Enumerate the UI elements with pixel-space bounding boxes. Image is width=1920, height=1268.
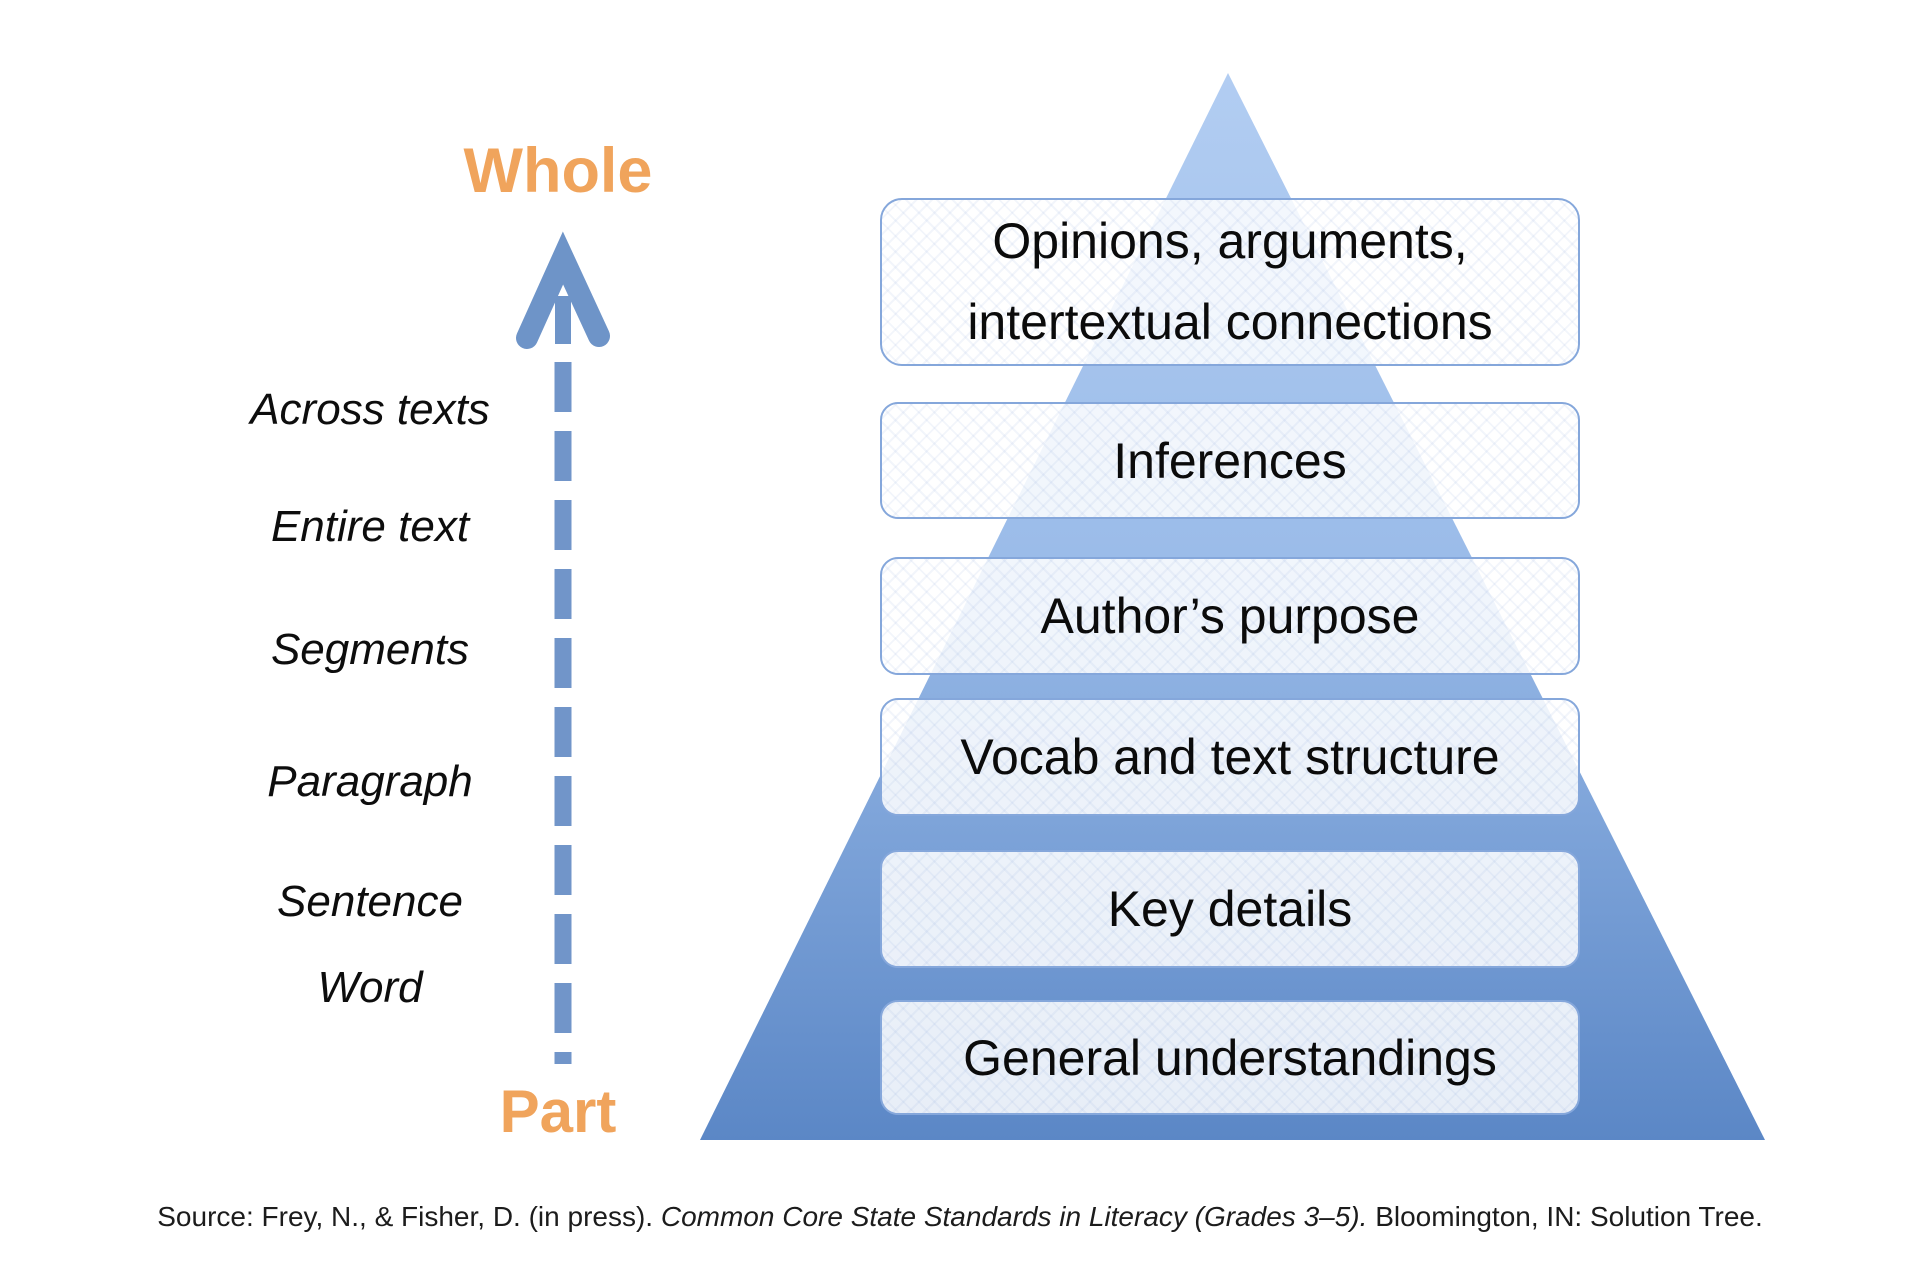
axis-label-segments: Segments bbox=[270, 625, 470, 674]
axis-label-entire-text: Entire text bbox=[270, 502, 470, 551]
level-key-details-box: Key details bbox=[880, 850, 1580, 968]
axis-label-across-texts: Across texts bbox=[250, 385, 490, 434]
level-text: Inferences bbox=[1113, 432, 1347, 489]
level-text: General understandings bbox=[963, 1029, 1497, 1086]
source-citation-prefix: Source: Frey, N., & Fisher, D. (in press… bbox=[157, 1201, 661, 1232]
part-to-whole-arrow bbox=[516, 231, 610, 1064]
axis-label-paragraph: Paragraph bbox=[267, 757, 473, 806]
level-vocab-text-structure-box: Vocab and text structure bbox=[880, 698, 1580, 816]
level-text-line: Opinions, arguments, bbox=[992, 213, 1468, 269]
axis-label-sentence: Sentence bbox=[277, 877, 463, 926]
pole-label-part: Part bbox=[499, 1078, 617, 1145]
pole-label-whole: Whole bbox=[463, 136, 653, 206]
up-arrow-head-icon bbox=[516, 231, 610, 349]
axis-label-word: Word bbox=[317, 963, 423, 1012]
level-text: Key details bbox=[1107, 881, 1353, 937]
level-opinions-arguments-box: Opinions, arguments, intertextual connec… bbox=[880, 198, 1580, 366]
level-general-understandings-box: General understandings bbox=[880, 1000, 1580, 1115]
up-arrow-neck bbox=[555, 296, 571, 344]
level-text: Vocab and text structure bbox=[960, 729, 1500, 785]
level-authors-purpose-box: Author’s purpose bbox=[880, 557, 1580, 675]
source-citation-work-title: Common Core State Standards in Literacy … bbox=[660, 1201, 1368, 1232]
level-text-line: intertextual connections bbox=[967, 294, 1493, 350]
level-inferences-box: Inferences bbox=[880, 402, 1580, 519]
source-citation-suffix: Bloomington, IN: Solution Tree. bbox=[1367, 1201, 1763, 1232]
source-citation: Source: Frey, N., & Fisher, D. (in press… bbox=[0, 1200, 1920, 1234]
level-text: Author’s purpose bbox=[1040, 588, 1420, 644]
